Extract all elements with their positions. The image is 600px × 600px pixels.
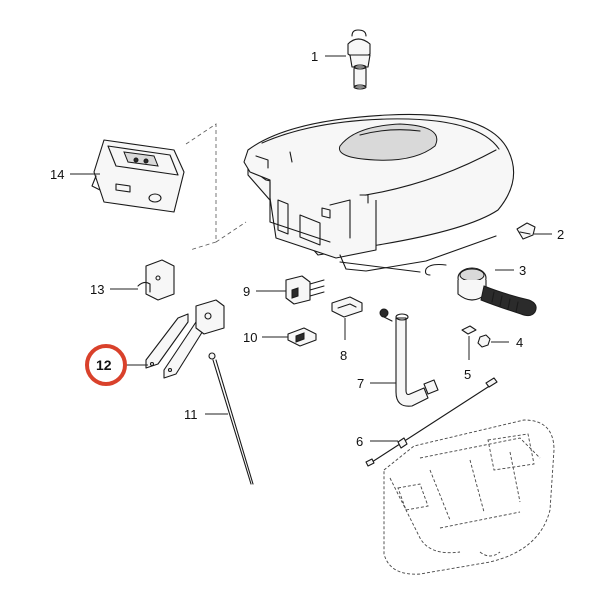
base-tank-phantom bbox=[383, 419, 555, 575]
part-11-rod[interactable] bbox=[208, 352, 254, 485]
plug-connector bbox=[379, 308, 393, 322]
callout-7[interactable]: 7 bbox=[357, 376, 364, 391]
part-10-clamp[interactable] bbox=[287, 327, 317, 347]
part-12-linkage-arms[interactable] bbox=[145, 299, 225, 379]
part-8-bracket[interactable] bbox=[331, 296, 363, 318]
callout-12-highlight[interactable]: 12 bbox=[85, 344, 127, 386]
callout-2[interactable]: 2 bbox=[557, 227, 564, 242]
part-14-control-head[interactable] bbox=[91, 139, 185, 213]
part-13-hinge-plate[interactable] bbox=[137, 259, 175, 301]
projection-lines bbox=[185, 123, 217, 251]
callout-13[interactable]: 13 bbox=[90, 282, 104, 297]
callout-10[interactable]: 10 bbox=[243, 330, 257, 345]
part-1-filler-cap[interactable] bbox=[347, 29, 371, 90]
callout-6[interactable]: 6 bbox=[356, 434, 363, 449]
part-4-nut[interactable] bbox=[477, 334, 491, 348]
part-9-connector[interactable] bbox=[285, 275, 325, 305]
callout-11[interactable]: 11 bbox=[184, 407, 198, 422]
callout-3[interactable]: 3 bbox=[519, 263, 526, 278]
part-3-grip-assembly[interactable] bbox=[424, 263, 537, 317]
callout-5[interactable]: 5 bbox=[464, 367, 471, 382]
callout-1[interactable]: 1 bbox=[311, 49, 318, 64]
part-6-cable[interactable] bbox=[365, 377, 498, 467]
projection-line-lower bbox=[215, 221, 247, 243]
callout-8[interactable]: 8 bbox=[340, 348, 347, 363]
callout-4[interactable]: 4 bbox=[516, 335, 523, 350]
part-5-washer[interactable] bbox=[461, 325, 477, 335]
main-body-shell bbox=[243, 113, 515, 273]
part-2-clip[interactable] bbox=[516, 222, 536, 240]
callout-9[interactable]: 9 bbox=[243, 284, 250, 299]
callout-14[interactable]: 14 bbox=[50, 167, 64, 182]
highlight-ring bbox=[85, 344, 127, 386]
callout-12[interactable]: 12 bbox=[96, 357, 112, 373]
part-7-tube[interactable] bbox=[395, 313, 439, 407]
